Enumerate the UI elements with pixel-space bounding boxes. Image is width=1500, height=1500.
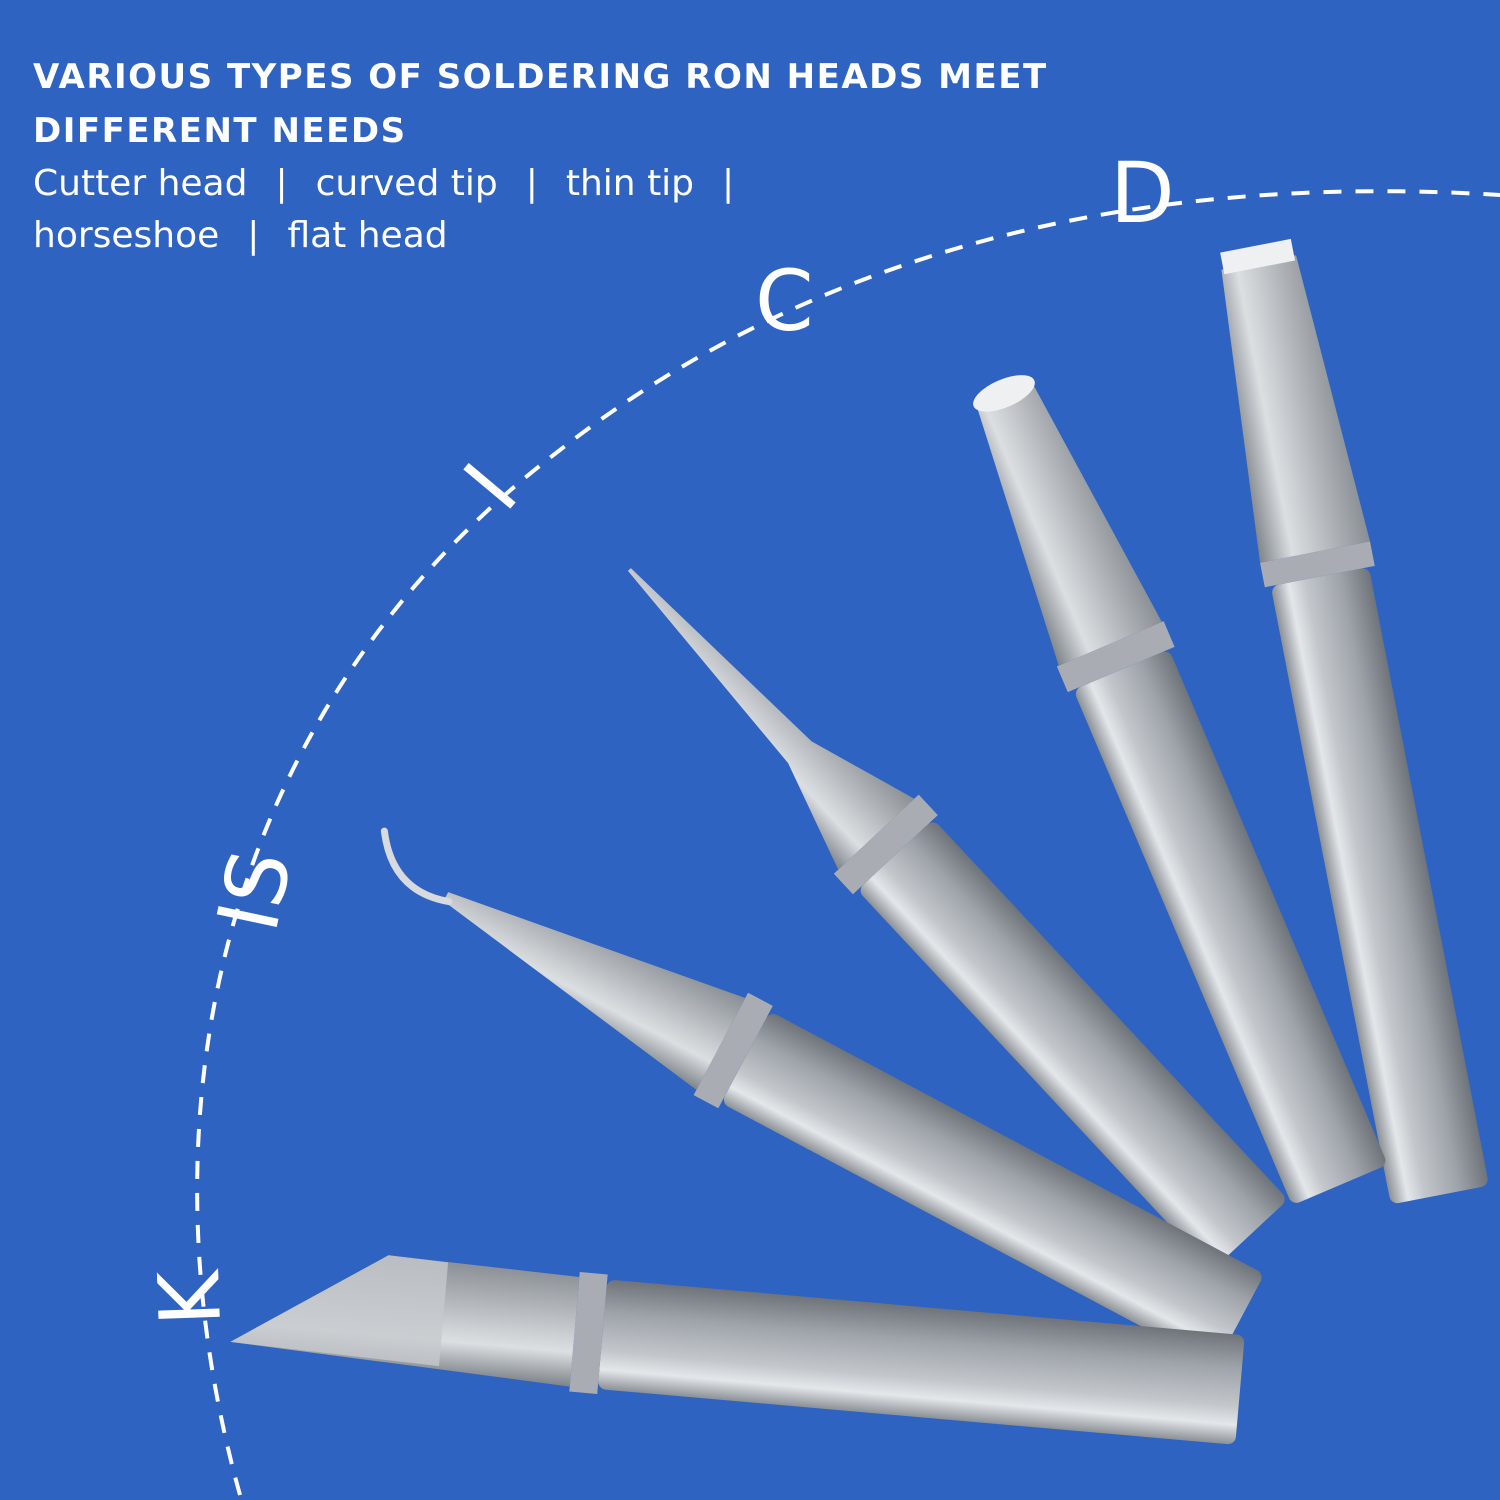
separator: | xyxy=(275,163,288,204)
tip-types-row-2: horseshoe | flat head xyxy=(33,210,448,262)
tip-i-thin-tip xyxy=(627,568,1285,1268)
tip-k-cutter-head xyxy=(230,1255,1245,1445)
label-c: C xyxy=(755,252,814,350)
headline: VARIOUS TYPES OF SOLDERING RON HEADS MEE… xyxy=(33,50,1233,158)
tip-type-cutter-head: Cutter head xyxy=(33,163,248,204)
tip-type-curved-tip: curved tip xyxy=(315,163,498,204)
headline-line-2: DIFFERENT NEEDS xyxy=(33,111,407,151)
label-i: I xyxy=(445,446,536,528)
label-k: K xyxy=(140,1267,240,1327)
label-is: IS xyxy=(199,842,311,939)
tip-c-horseshoe xyxy=(973,375,1386,1203)
tip-is-curved-tip xyxy=(380,827,1262,1364)
headline-line-1: VARIOUS TYPES OF SOLDERING RON HEADS MEE… xyxy=(33,57,1048,97)
tip-type-flat-head: flat head xyxy=(287,215,448,256)
tip-type-thin-tip: thin tip xyxy=(565,163,695,204)
separator: | xyxy=(722,163,735,204)
dashed-arc xyxy=(195,189,1500,1496)
tip-types-row-1: Cutter head | curved tip | thin tip | xyxy=(33,158,762,210)
tip-type-horseshoe: horseshoe xyxy=(33,215,220,256)
separator: | xyxy=(247,215,260,256)
tip-d-flat-head xyxy=(1220,238,1488,1204)
label-d: D xyxy=(1110,144,1175,242)
separator: | xyxy=(525,163,538,204)
